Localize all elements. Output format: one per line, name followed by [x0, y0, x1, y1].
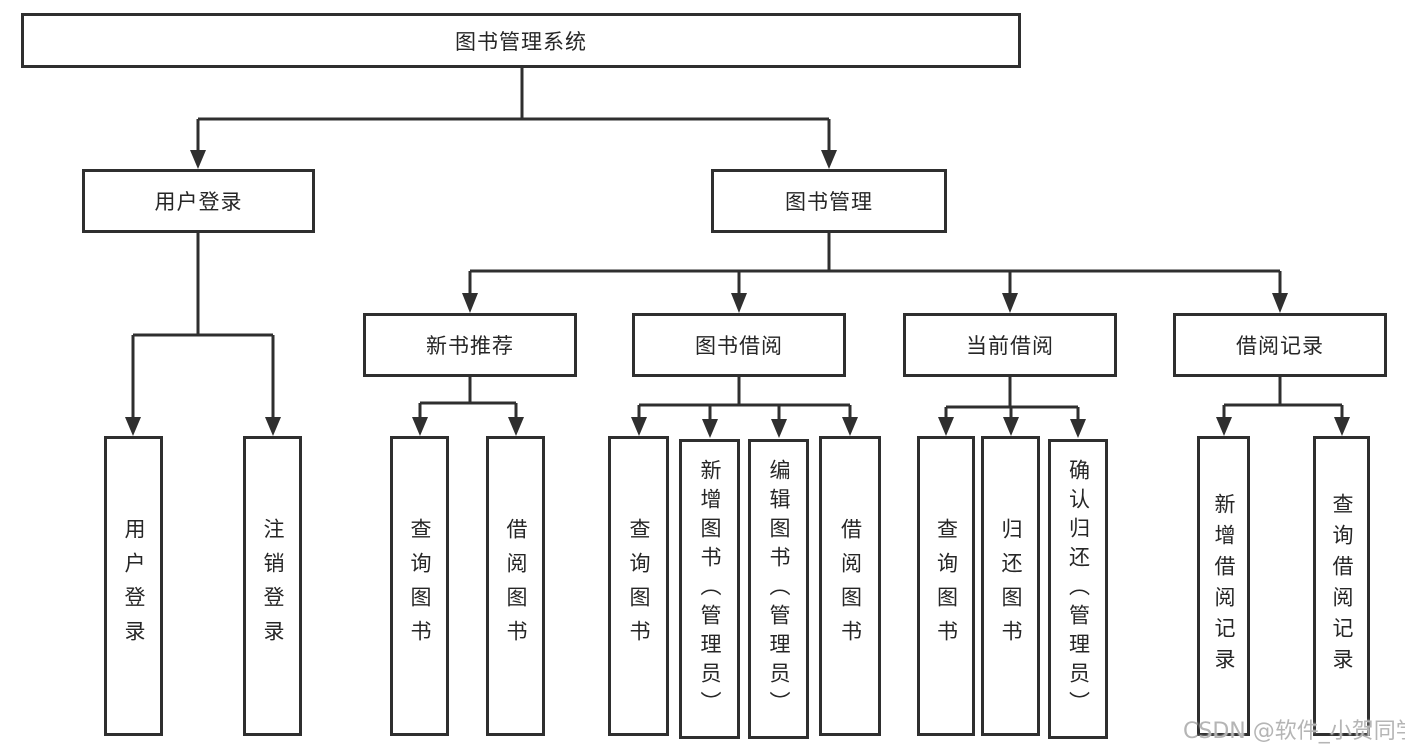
leaf-logout-label: 注销登录: [261, 518, 285, 654]
node-root: 图书管理系统: [21, 13, 1021, 68]
leaf-borrow-books-borrow: 借阅图书: [819, 436, 881, 736]
leaf-return-book-label: 归还图书: [999, 518, 1023, 654]
leaf-edit-book-admin: 编辑图书（管理员）: [748, 439, 809, 739]
leaf-borrow-books-borrow-label: 借阅图书: [838, 518, 863, 654]
connector-borrow-record-group: [1216, 377, 1350, 436]
leaf-query-books-borrow-label: 查询图书: [627, 518, 651, 654]
leaf-logout: 注销登录: [243, 436, 302, 736]
leaf-edit-book-admin-label: 编辑图书（管理员）: [767, 458, 791, 720]
node-book-borrow-label: 图书借阅: [695, 334, 783, 358]
leaf-query-borrow-record-label: 查询借阅记录: [1330, 493, 1354, 679]
node-book-management-label: 图书管理: [785, 190, 873, 214]
leaf-user-login-label: 用户登录: [122, 518, 146, 654]
leaf-user-login: 用户登录: [104, 436, 163, 736]
connector-root-to-level2: [190, 68, 837, 169]
connector-new-book-group: [412, 377, 524, 436]
node-root-label: 图书管理系统: [455, 29, 587, 54]
leaf-query-borrow-record: 查询借阅记录: [1313, 436, 1370, 736]
leaf-confirm-return-admin-label: 确认归还（管理员）: [1066, 458, 1091, 720]
leaf-query-books-recommend: 查询图书: [390, 436, 449, 736]
node-book-borrow: 图书借阅: [632, 313, 846, 377]
leaf-query-books-borrow: 查询图书: [608, 436, 669, 736]
leaf-add-book-admin-label: 新增图书（管理员）: [698, 458, 722, 720]
node-user-login-label: 用户登录: [154, 190, 243, 214]
leaf-query-books-recommend-label: 查询图书: [408, 518, 432, 654]
node-current-borrow-label: 当前借阅: [966, 334, 1054, 358]
connector-current-borrow-group: [938, 377, 1086, 438]
leaf-add-borrow-record-label: 新增借阅记录: [1212, 493, 1236, 679]
node-new-book-recommend-label: 新书推荐: [426, 334, 514, 358]
leaf-query-books-current-label: 查询图书: [934, 518, 959, 654]
connector-book-management-to-level3: [462, 233, 1288, 313]
leaf-return-book: 归还图书: [981, 436, 1040, 736]
leaf-confirm-return-admin: 确认归还（管理员）: [1048, 439, 1108, 739]
leaf-query-books-current: 查询图书: [917, 436, 975, 736]
connector-book-borrow-group: [631, 377, 858, 438]
watermark: CSDN @软件_小贺同学: [1183, 719, 1405, 744]
connector-user-login-group: [125, 233, 281, 436]
node-borrow-records-label: 借阅记录: [1236, 334, 1324, 358]
node-user-login: 用户登录: [82, 169, 315, 233]
leaf-borrow-books-recommend-label: 借阅图书: [504, 518, 528, 654]
node-current-borrow: 当前借阅: [903, 313, 1117, 377]
node-borrow-records: 借阅记录: [1173, 313, 1387, 377]
node-new-book-recommend: 新书推荐: [363, 313, 577, 377]
node-book-management: 图书管理: [711, 169, 947, 233]
leaf-borrow-books-recommend: 借阅图书: [486, 436, 545, 736]
leaf-add-book-admin: 新增图书（管理员）: [679, 439, 740, 739]
leaf-add-borrow-record: 新增借阅记录: [1197, 436, 1250, 736]
